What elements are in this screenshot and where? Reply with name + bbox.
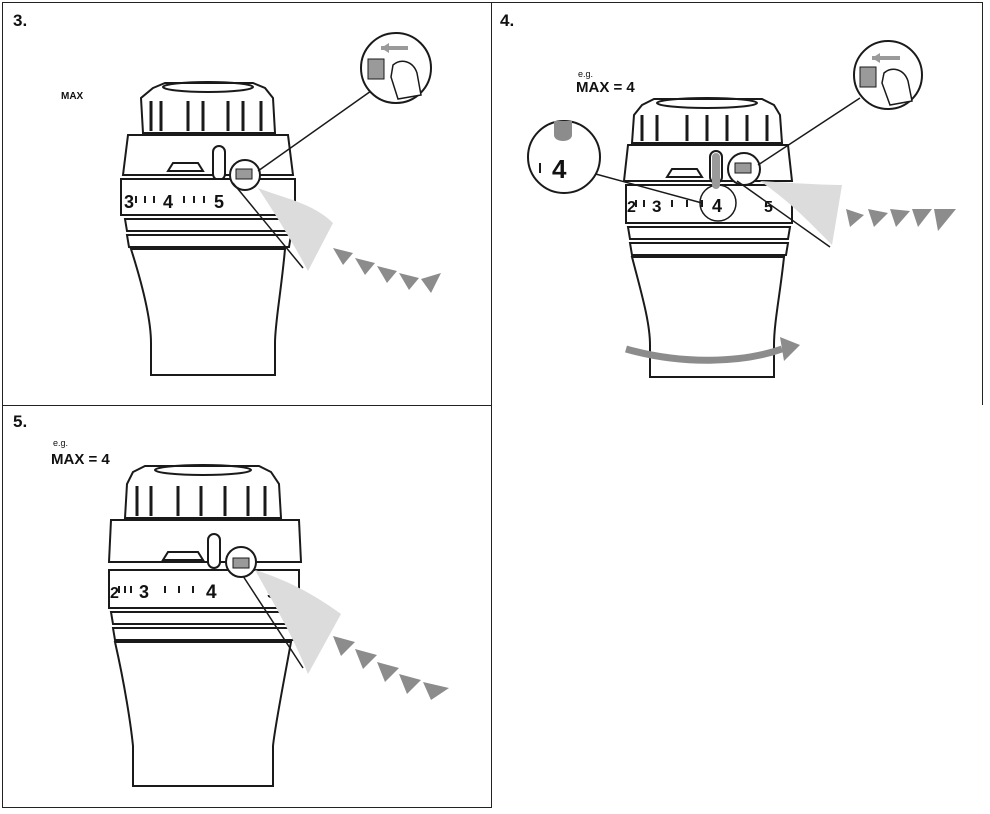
scale-ticks: [135, 196, 205, 203]
rotate-arrow: [625, 345, 784, 364]
scale-ticks: [635, 200, 703, 207]
thermostat-head: [107, 464, 303, 787]
max-button: [232, 557, 250, 569]
push-highlight: [255, 570, 341, 674]
scale-label-3: 3: [124, 192, 134, 212]
max-button: [235, 168, 253, 180]
push-highlight: [760, 181, 842, 245]
example-label: e.g.: [578, 69, 594, 79]
panel-step-5: 5. e.g. MAX = 4 2 3 4 5: [2, 405, 492, 808]
push-highlight: [258, 188, 333, 271]
scale-label-4: 4: [206, 582, 217, 603]
panel-step-3: 3. MAX 3 4 5: [2, 2, 492, 406]
thermostat-head: [622, 97, 794, 378]
push-arrows: [333, 248, 441, 293]
thermostat-illustration: 2 3 4 5 4: [527, 40, 956, 378]
scale-label-5: 5: [764, 199, 773, 216]
max-button: [734, 162, 752, 174]
example-label: e.g.: [53, 438, 69, 448]
max-setting-label: MAX = 4: [576, 79, 635, 96]
scale-label-4: 4: [163, 192, 173, 212]
scale-label-3: 3: [139, 582, 149, 602]
scale-ticks: [118, 586, 194, 593]
thermostat-illustration: 3 4 5: [120, 32, 441, 376]
zoom-detail-scale: 4: [527, 120, 601, 194]
zoom-detail-button: [853, 40, 923, 110]
scale-label-5: 5: [214, 192, 224, 212]
step-number: 4.: [500, 11, 515, 30]
push-arrows: [333, 636, 449, 700]
pointer-marker: [712, 153, 720, 189]
empty-panel: [491, 405, 983, 808]
max-setting-label: MAX = 4: [51, 451, 110, 468]
thermostat-illustration: 2 3 4 5: [107, 464, 449, 787]
max-label: MAX: [61, 91, 84, 102]
scale-label-2: 2: [110, 585, 119, 602]
step-number: 5.: [13, 412, 28, 431]
scale-label-3: 3: [652, 197, 661, 216]
panel-step-4: 4. e.g. MAX = 4 2 3 4 5: [491, 2, 983, 406]
push-arrows: [846, 209, 956, 231]
rotate-arrowhead: [780, 337, 800, 361]
zoom-value: 4: [552, 154, 567, 184]
thermostat-head: [120, 81, 296, 376]
step-number: 3.: [13, 11, 28, 30]
scale-label-4: 4: [712, 196, 722, 216]
zoom-detail: [360, 32, 432, 104]
scale-label-2: 2: [627, 199, 636, 216]
